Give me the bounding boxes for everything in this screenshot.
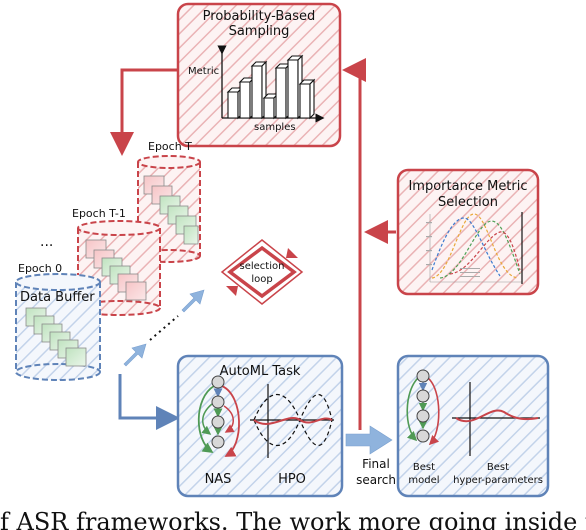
sampling-bar-chart: [217, 45, 325, 123]
automl-task-box: AutoML Task NAS HPO: [176, 354, 344, 498]
best-model-line1: Best: [413, 462, 435, 473]
importance-metric-box: Importance Metric Selection: [396, 168, 540, 296]
sampling-to-buffer-arrow: [110, 68, 178, 156]
epoch-t-buffer: Epoch T: [137, 140, 201, 263]
epoch-t-label: Epoch T: [148, 140, 192, 153]
hpo-label: HPO: [278, 472, 306, 487]
nas-graph: [197, 375, 240, 457]
final-label: Final: [362, 457, 390, 471]
best-model-graph: [406, 369, 440, 446]
sampling-ylabel: Metric: [188, 66, 219, 77]
epoch-0-label: Epoch 0: [18, 262, 62, 275]
importance-title-line1: Importance Metric: [408, 179, 527, 194]
sampling-title-line1: Probability-Based: [203, 9, 316, 24]
buffer-growth-arrow: [123, 343, 147, 367]
selection-loop-line2: loop: [251, 274, 272, 285]
selection-loop-icon: selection loop: [220, 239, 304, 305]
epoch-t1-label: Epoch T-1: [72, 207, 126, 220]
data-buffer: Data Buffer: [15, 273, 101, 381]
best-hp-plot: [452, 382, 540, 456]
dotted-progress-line: [149, 315, 179, 341]
best-hp-line2: hyper-parameters: [453, 475, 543, 486]
sampling-xlabel: samples: [254, 122, 296, 133]
importance-mini-plot: [426, 212, 523, 284]
buffer-to-automl-arrow: [118, 374, 180, 430]
nas-label: NAS: [205, 472, 232, 487]
final-search-arrow: Final search: [345, 425, 396, 487]
caption-fragment: f ASR frameworks. The work more going in…: [0, 508, 586, 530]
automl-title: AutoML Task: [220, 364, 301, 379]
result-box: Best model Best hyper-parameters: [396, 354, 550, 498]
search-label: search: [356, 473, 396, 487]
importance-title-line2: Selection: [438, 195, 498, 210]
buffer-growth-arrow-2: [181, 289, 205, 313]
best-hp-line1: Best: [487, 462, 509, 473]
hpo-plot: [250, 384, 334, 458]
sampling-title-line2: Sampling: [229, 24, 290, 39]
probability-sampling-box: Probability-Based Sampling Metric sample…: [176, 2, 342, 148]
selection-loop-arrows: [110, 58, 396, 430]
data-buffer-label: Data Buffer: [20, 290, 95, 305]
selection-loop-line1: selection: [240, 261, 285, 272]
epoch-ellipsis: ...: [40, 234, 53, 250]
best-model-line2: model: [408, 475, 439, 486]
automl-to-sampling-arrow: [342, 58, 366, 430]
